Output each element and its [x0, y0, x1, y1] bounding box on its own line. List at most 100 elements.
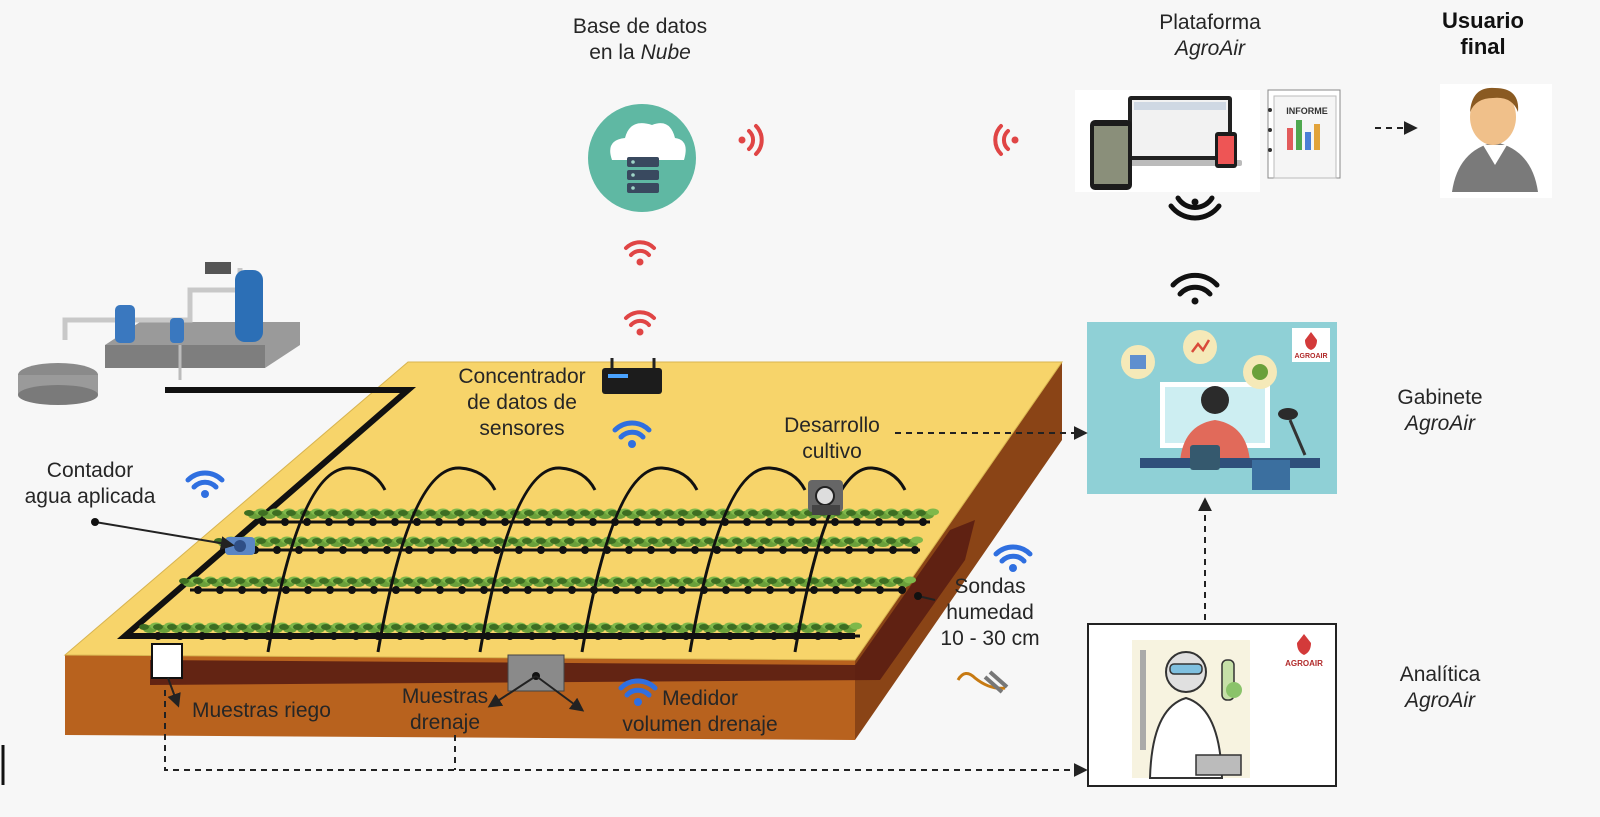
drainage-sample-box: [507, 654, 565, 692]
dripper: [286, 632, 294, 640]
irrigation-samples-label: Muestras riego: [192, 699, 331, 722]
dripper: [392, 586, 400, 594]
dripper: [304, 586, 312, 594]
dripper: [537, 546, 545, 554]
dripper: [396, 632, 404, 640]
laptop-platform-icon: [1075, 90, 1260, 192]
dripper: [326, 586, 334, 594]
water-meter-label: Contador agua aplicada: [24, 459, 156, 508]
dripper: [502, 586, 510, 594]
dripper: [699, 518, 707, 526]
dripper: [559, 546, 567, 554]
dripper: [361, 546, 369, 554]
dripper: [391, 518, 399, 526]
dripper: [308, 632, 316, 640]
dripper: [625, 546, 633, 554]
analytics-label: Analítica AgroAir: [1399, 663, 1481, 712]
water-meter-device: [225, 537, 255, 555]
dripper: [194, 586, 202, 594]
cloud-database-label: Base de datos en la Nube: [572, 15, 708, 64]
dripper: [919, 518, 927, 526]
dripper: [765, 518, 773, 526]
dripper: [647, 546, 655, 554]
drainage-meter-label: Medidor volumen drenaje: [622, 687, 778, 736]
dripper: [757, 546, 765, 554]
dripper: [480, 586, 488, 594]
dripper: [572, 632, 580, 640]
dripper: [501, 518, 509, 526]
dripper: [528, 632, 536, 640]
dripper: [633, 518, 641, 526]
dripper: [458, 586, 466, 594]
dripper: [471, 546, 479, 554]
dripper: [370, 586, 378, 594]
plant-row: [179, 576, 916, 594]
dripper: [545, 518, 553, 526]
dripper: [810, 586, 818, 594]
dripper: [281, 518, 289, 526]
dripper: [735, 546, 743, 554]
dripper: [854, 586, 862, 594]
dripper: [660, 632, 668, 640]
dripper: [656, 586, 664, 594]
dripper: [726, 632, 734, 640]
lab-technician-icon: [1087, 623, 1337, 787]
dripper: [831, 518, 839, 526]
dripper: [722, 586, 730, 594]
dripper: [809, 518, 817, 526]
dripper: [748, 632, 756, 640]
concentrator-label: Concentrador de datos de sensores: [458, 365, 586, 440]
dripper: [770, 632, 778, 640]
dripper: [779, 546, 787, 554]
moisture-probes-label: Sondas humedad 10 - 30 cm: [940, 575, 1040, 650]
dripper: [567, 518, 575, 526]
dripper: [348, 586, 356, 594]
report-title: INFORME: [1286, 106, 1328, 116]
dripper: [853, 518, 861, 526]
dripper: [440, 632, 448, 640]
crop-rows: [139, 508, 939, 640]
dripper: [347, 518, 355, 526]
dripper: [704, 632, 712, 640]
dripper: [369, 518, 377, 526]
dripper: [876, 586, 884, 594]
dripper: [845, 546, 853, 554]
dripper: [634, 586, 642, 594]
data-flow-arrows: [94, 121, 1418, 777]
dripper: [766, 586, 774, 594]
dripper: [669, 546, 677, 554]
dripper: [462, 632, 470, 640]
dripper: [383, 546, 391, 554]
dripper: [352, 632, 360, 640]
dripper: [612, 586, 620, 594]
end-user-label: Usuario final: [1442, 8, 1524, 59]
dripper: [616, 632, 624, 640]
dripper: [198, 632, 206, 640]
dripper: [655, 518, 663, 526]
dripper: [713, 546, 721, 554]
dripper: [413, 518, 421, 526]
dripper: [546, 586, 554, 594]
probe-pointer-dot: [914, 592, 922, 600]
plant-row: [139, 622, 862, 640]
water-pump-station-icon: [18, 262, 300, 405]
greenhouse-hoops: [266, 466, 907, 653]
report-icon: [1267, 89, 1341, 179]
dripper: [220, 632, 228, 640]
dripper: [436, 586, 444, 594]
dripper: [523, 518, 531, 526]
agroair-logo-icon: [1292, 328, 1330, 362]
dripper: [216, 586, 224, 594]
dripper: [506, 632, 514, 640]
dripper: [405, 546, 413, 554]
dripper: [678, 586, 686, 594]
data-concentrator-icon: [602, 358, 662, 394]
dripper: [638, 632, 646, 640]
dripper: [339, 546, 347, 554]
dripper: [479, 518, 487, 526]
dripper: [788, 586, 796, 594]
dripper: [303, 518, 311, 526]
drainage-samples-label: Muestras drenaje: [401, 685, 489, 734]
dripper: [493, 546, 501, 554]
